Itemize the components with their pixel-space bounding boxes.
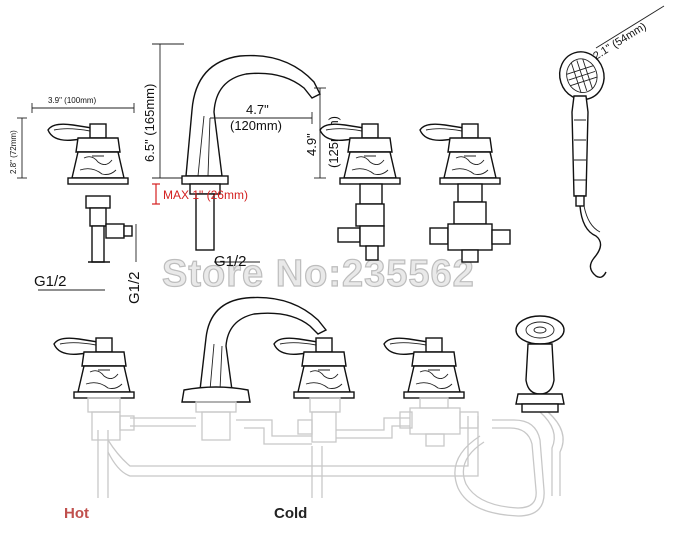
hot-label: Hot <box>64 505 89 522</box>
bottom-diverter-valve <box>383 337 479 447</box>
thread-side-label: G1/2 <box>126 271 143 304</box>
spout-detail: 6.5" (165mm) 4.7" (120mm) 4.9" (125mm) M… <box>142 43 341 270</box>
hand-shower-detail: 2.1" (54mm) <box>558 5 665 279</box>
watermark-text: Store No:235562 <box>162 253 475 295</box>
spout-clearance-label: 4.9" <box>304 133 319 156</box>
diverter-valve-detail <box>419 123 511 263</box>
cold-label: Cold <box>274 505 307 522</box>
shower-head-label: 2.1" (54mm) <box>591 20 648 62</box>
bottom-hot-valve <box>53 337 135 441</box>
spout-height-label: 6.5" (165mm) <box>142 84 157 162</box>
spout-reach-mm-label: (120mm) <box>230 118 282 133</box>
bottom-hand-shower <box>515 315 565 413</box>
handle-valve-detail: 3.9" (100mm) 2.8" (72mm) G1/2 G1/2 <box>9 96 143 304</box>
thread-left-label: G1/2 <box>34 273 67 290</box>
thread-center-label: G1/2 <box>214 253 247 270</box>
spout-reach-label: 4.7" <box>246 102 269 117</box>
bottom-spout <box>181 296 328 441</box>
handle-height-label: 2.8" (72mm) <box>9 130 18 174</box>
cold-valve-detail <box>319 123 401 261</box>
handle-width-label: 3.9" (100mm) <box>48 96 97 105</box>
max-deck-label: MAX 1" (26mm) <box>163 188 248 202</box>
bottom-cold-valve <box>273 337 355 443</box>
plumbing-pipes <box>97 411 564 517</box>
